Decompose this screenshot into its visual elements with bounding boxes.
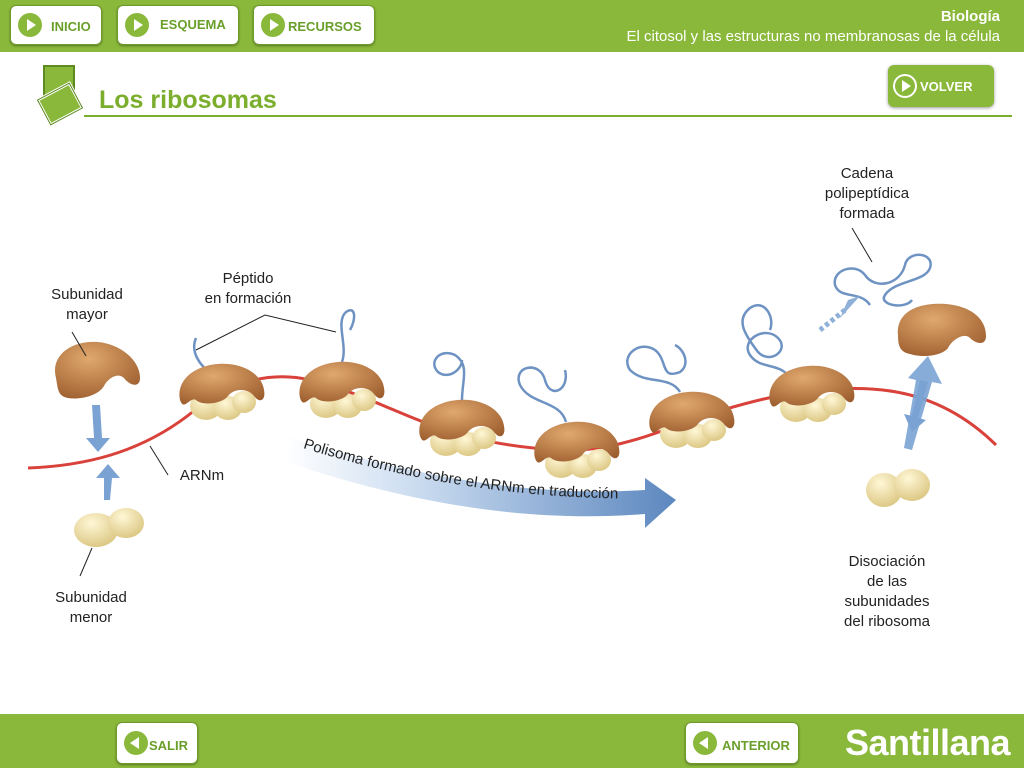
mrna-label: ARNm — [179, 467, 225, 484]
play-icon — [261, 13, 285, 37]
ribosome — [769, 365, 855, 422]
topic-subtitle: El citosol y las estructuras no membrano… — [626, 28, 1000, 45]
peptide-chains — [193, 253, 932, 423]
volver-button[interactable]: VOLVER — [888, 65, 994, 107]
play-icon — [893, 74, 917, 98]
label-line: en formación — [204, 290, 292, 307]
label-line: Subunidad — [55, 589, 127, 606]
pointer-lines — [71, 227, 873, 577]
label-line: polipeptídica — [824, 185, 910, 202]
peptide-label: Péptido en formación — [186, 269, 310, 309]
title-divider — [84, 115, 1012, 117]
label-line: Subunidad — [51, 286, 123, 303]
label-line: formada — [839, 205, 895, 222]
esquema-label: ESQUEMA — [160, 17, 226, 32]
ribosome — [419, 399, 505, 456]
polysome-arrow — [286, 438, 676, 528]
small-subunit — [866, 469, 930, 507]
inicio-label: INICIO — [51, 19, 91, 34]
play-icon — [125, 13, 149, 37]
large-subunit — [55, 341, 140, 399]
anterior-label: ANTERIOR — [722, 738, 790, 753]
play-icon — [18, 13, 42, 37]
ribosome — [179, 363, 265, 420]
label-line: Disociación — [848, 553, 926, 570]
esquema-button[interactable]: ESQUEMA — [117, 5, 239, 45]
back-arrow-icon — [124, 731, 148, 755]
label-line: mayor — [66, 306, 108, 323]
small-subunit — [74, 508, 144, 547]
ribosome — [299, 361, 385, 418]
label-line: subunidades — [844, 593, 930, 610]
small-subunit-label: Subunidad menor — [34, 588, 148, 628]
recursos-button[interactable]: RECURSOS — [253, 5, 375, 45]
subject-title: Biología — [940, 8, 1000, 25]
ribosome-diagram: Polisoma formado sobre el ARNm en traduc… — [27, 227, 998, 577]
large-subunit — [897, 303, 986, 356]
slides-icon — [36, 65, 85, 127]
back-arrow-icon — [693, 731, 717, 755]
page-title: Los ribosomas — [99, 86, 277, 114]
label-line: del ribosoma — [844, 613, 930, 630]
salir-button[interactable]: SALIR — [116, 722, 198, 764]
label-line: de las — [866, 573, 908, 590]
volver-label: VOLVER — [920, 79, 973, 94]
label-line: menor — [69, 609, 113, 626]
recursos-label: RECURSOS — [288, 19, 362, 34]
ribosome — [649, 391, 735, 448]
dissociation-label: Disociación de las subunidades del ribos… — [822, 552, 952, 632]
label-line: Péptido — [222, 270, 274, 287]
inicio-button[interactable]: INICIO — [10, 5, 102, 45]
brand-logo: Santillana — [844, 722, 1011, 763]
large-subunit-label: Subunidad mayor — [30, 285, 144, 325]
assembly-arrows — [86, 356, 942, 500]
salir-label: SALIR — [149, 738, 188, 753]
anterior-button[interactable]: ANTERIOR — [685, 722, 799, 764]
polypeptide-label: Cadena polipeptídica formada — [804, 164, 930, 224]
ribosome — [534, 421, 620, 478]
label-line: Cadena — [840, 165, 894, 182]
